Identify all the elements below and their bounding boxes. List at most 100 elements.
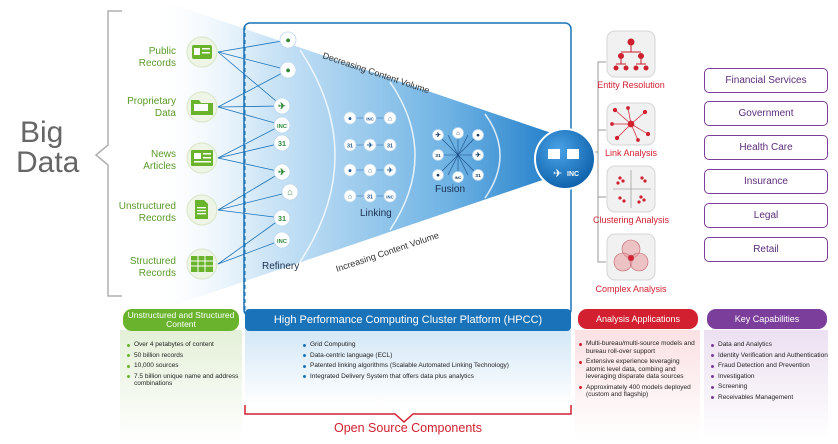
content-item: 10,000 sources [126, 362, 241, 370]
hpcc-item: Grid Computing [302, 341, 562, 349]
inc-icon: INC [455, 175, 462, 180]
venn-icon [613, 239, 649, 272]
person-icon: ● [285, 65, 291, 75]
plane-icon: ✈ [387, 166, 393, 174]
source-label-line1: News [150, 149, 176, 160]
calendar-node [343, 138, 357, 152]
source-label-structured-records: Structured Records [90, 256, 176, 280]
analysis-panel-list: Multi-bureau/multi-source models and bur… [578, 340, 700, 402]
hpcc-item: Data-centric language (ECL) [302, 352, 562, 360]
capability-item: Identity Verification and Authentication [710, 352, 828, 360]
person-node [279, 31, 297, 49]
bank-node [363, 163, 377, 177]
hpcc-item: Patented linking algorithms (Scalable Au… [302, 362, 562, 370]
source-label-news-articles: News Articles [90, 149, 176, 173]
source-label-line2: Articles [143, 161, 176, 172]
plane-node [363, 138, 377, 152]
plane-node [472, 149, 484, 161]
bank-icon: ⌂ [456, 130, 460, 137]
source-label-line2: Records [138, 268, 176, 279]
person-icon: ● [348, 167, 352, 174]
capabilities-panel-title: Key Capabilities [707, 309, 827, 329]
capability-item: Investigation [710, 373, 828, 381]
person-icon: ● [476, 132, 480, 139]
person-node [432, 169, 444, 181]
source-label-line2: Records [138, 58, 176, 69]
capabilities-panel-bg [704, 330, 828, 440]
inc-node [273, 116, 291, 134]
source-label-public-records: Public Records [90, 46, 176, 70]
linking-arc [389, 81, 416, 231]
capability-item: Screening [710, 383, 828, 391]
bank-icon: ⌂ [287, 187, 293, 197]
org-chart-icon [613, 38, 649, 71]
calendar-icon: 31 [435, 153, 441, 159]
bank-node [281, 183, 299, 201]
content-panel-bg [120, 330, 242, 440]
inc-node [363, 111, 377, 125]
inc-node [273, 231, 291, 249]
hpcc-panel-title: High Performance Computing Cluster Platf… [245, 309, 571, 331]
calendar-node [363, 189, 377, 203]
analysis-item: Approximately 400 models deployed (custo… [578, 384, 700, 399]
person-icon: ● [436, 172, 440, 179]
plane-icon: ✈ [278, 167, 286, 177]
hpcc-panel-list: Grid Computing Data-centric language (EC… [302, 341, 562, 383]
calendar-node [432, 149, 444, 161]
capabilities-panel-list: Data and Analytics Identity Verification… [710, 341, 828, 404]
source-label-line2: Data [154, 108, 176, 119]
refinery-label: Refinery [262, 261, 300, 272]
network-icon [610, 106, 651, 142]
fusion-star [437, 133, 479, 177]
document-icon [195, 200, 208, 219]
analysis-panel-title: Analysis Applications [578, 309, 698, 329]
inc-icon: INC [277, 124, 287, 130]
source-label-line2: Records [138, 213, 176, 224]
inc-icon: INC [277, 239, 287, 245]
scatter-cluster-icon [613, 170, 651, 208]
calendar-icon: 31 [278, 214, 286, 223]
bank-node [383, 111, 397, 125]
person-icon: ● [348, 115, 352, 122]
plane-node [383, 163, 397, 177]
source-label-unstructured-records: Unstructured Records [90, 201, 176, 225]
entity-resolution-label: Entity Resolution [597, 80, 665, 90]
person-icon: ● [285, 35, 291, 45]
bank-node [452, 127, 464, 139]
plane-icon: ✈ [278, 101, 286, 111]
inc-node [383, 189, 397, 203]
plane-node [273, 163, 291, 181]
hub-plane-glyph: ✈ [553, 168, 562, 180]
plane-icon: ✈ [435, 132, 440, 139]
content-item: 50 billion records [126, 352, 241, 360]
calendar-icon: 31 [367, 194, 373, 200]
inc-icon: INC [386, 194, 393, 199]
hpcc-hub [534, 128, 596, 190]
person-node [343, 111, 357, 125]
content-item: 7.5 billion unique name and address comb… [126, 373, 241, 388]
link-analysis-label: Link Analysis [604, 148, 658, 158]
calendar-node [273, 134, 291, 152]
refinery-arc [299, 49, 336, 263]
linking-label: Linking [360, 208, 392, 219]
source-label-line1: Unstructured [118, 201, 176, 212]
complex-analysis-label: Complex Analysis [595, 284, 667, 294]
folder-icon [191, 100, 213, 115]
content-panel-title: Unstructured and Structured Content [123, 309, 239, 331]
capability-financial-services: Financial Services [704, 68, 828, 93]
source-label-line1: Structured [129, 256, 176, 267]
hub-inc-glyph: INC [567, 171, 579, 178]
capability-legal: Legal [704, 203, 828, 228]
plane-icon: ✈ [367, 141, 373, 149]
big-data-bracket [94, 10, 122, 297]
big-data-line2: Data [16, 146, 80, 179]
capability-health-care: Health Care [704, 135, 828, 160]
person-node [343, 163, 357, 177]
calendar-node [383, 138, 397, 152]
inc-icon: INC [366, 116, 373, 121]
calendar-icon: 31 [475, 173, 481, 179]
capability-government: Government [704, 101, 828, 126]
hub-glyphs: ✈ INC [548, 149, 579, 180]
